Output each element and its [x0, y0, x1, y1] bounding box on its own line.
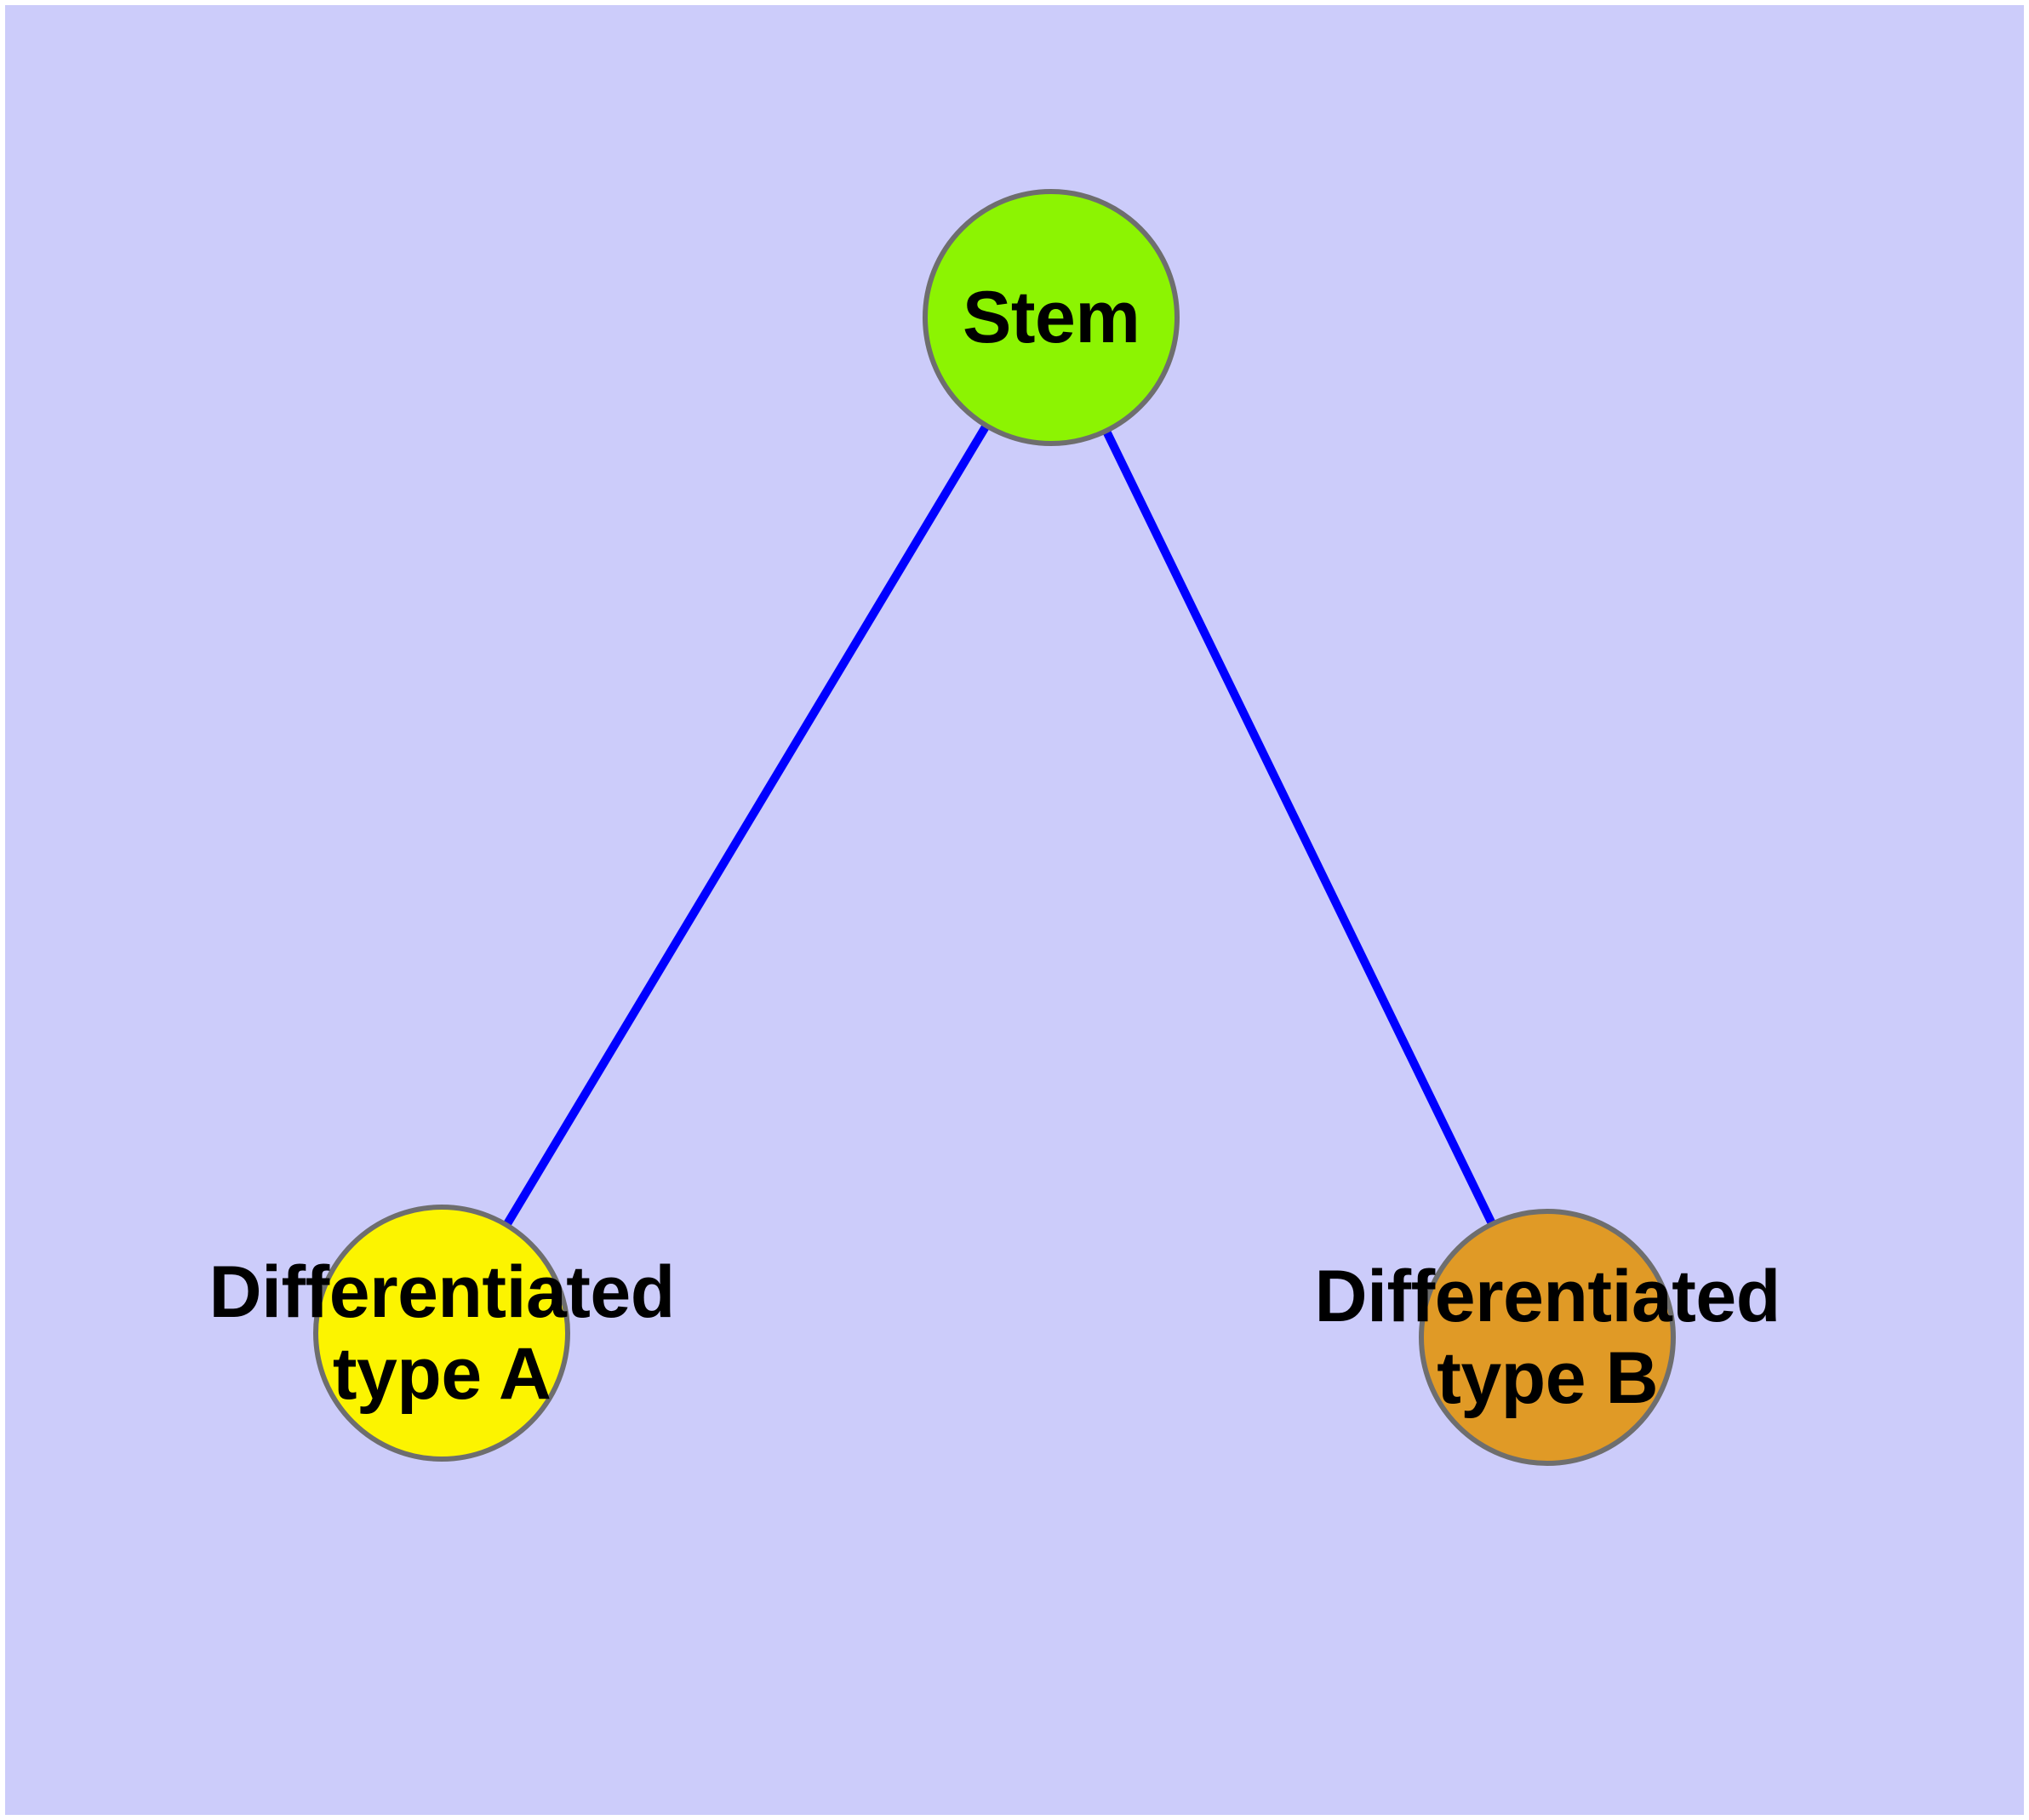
graph-edge-stem-to-diff_b [1101, 427, 1497, 1228]
graph-node-diff_b[interactable] [1419, 1209, 1676, 1466]
graph-node-stem[interactable] [923, 189, 1180, 446]
edges-group [502, 422, 1497, 1228]
graph-node-diff_a[interactable] [313, 1205, 570, 1462]
nodes-group [313, 189, 1676, 1466]
graph-edge-stem-to-diff_a [502, 422, 991, 1228]
